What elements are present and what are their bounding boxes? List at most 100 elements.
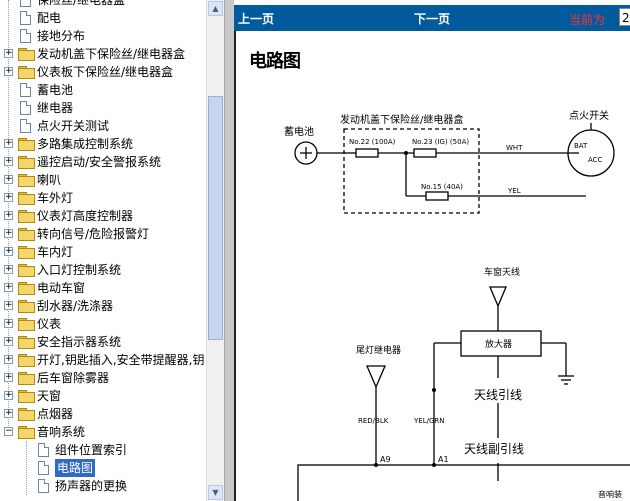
tree-item[interactable]: 扬声器的更换 bbox=[0, 477, 205, 495]
expand-icon[interactable]: + bbox=[4, 318, 13, 328]
tree-item[interactable]: +喇叭 bbox=[0, 171, 205, 189]
current-page-label: 当前为 bbox=[569, 13, 606, 27]
tree-item[interactable]: 继电器 bbox=[0, 99, 205, 117]
expand-icon[interactable]: + bbox=[4, 192, 13, 202]
folder-icon bbox=[18, 66, 35, 79]
tree-item-label: 仪表灯高度控制器 bbox=[37, 209, 134, 223]
expand-icon[interactable]: + bbox=[4, 174, 13, 184]
tree-scrollbar[interactable]: ▲ ▼ bbox=[206, 0, 224, 501]
fuse-box-outline bbox=[343, 128, 480, 214]
tree-item[interactable]: 接地分布 bbox=[0, 27, 205, 45]
folder-icon bbox=[18, 246, 35, 259]
tree-item-label: 电动车窗 bbox=[37, 281, 86, 295]
pane-splitter[interactable] bbox=[224, 0, 234, 501]
expand-icon[interactable]: + bbox=[4, 246, 13, 256]
tree-item-label: 转向信号/危险报警灯 bbox=[37, 227, 150, 241]
expand-icon[interactable]: + bbox=[4, 138, 13, 148]
scroll-up-arrow-icon[interactable]: ▲ bbox=[208, 1, 223, 16]
tree-item[interactable]: +安全指示器系统 bbox=[0, 333, 205, 351]
folder-icon bbox=[18, 336, 35, 349]
expand-icon[interactable]: + bbox=[4, 372, 13, 382]
ignition-switch-label: 点火开关 bbox=[569, 109, 609, 122]
tree-item[interactable]: +多路集成控制系统 bbox=[0, 135, 205, 153]
window-antenna-symbol bbox=[489, 286, 507, 308]
scroll-down-arrow-icon[interactable]: ▼ bbox=[208, 485, 223, 500]
acc-terminal-label: ACC bbox=[588, 156, 603, 164]
tree-item[interactable]: 电路图 bbox=[0, 459, 205, 477]
tree-item[interactable]: +车外灯 bbox=[0, 189, 205, 207]
tree-item[interactable]: +遥控启动/安全警报系统 bbox=[0, 153, 205, 171]
expand-icon[interactable]: + bbox=[4, 210, 13, 220]
folder-icon bbox=[18, 228, 35, 241]
folder-icon bbox=[18, 282, 35, 295]
tree-item-label: 组件位置索引 bbox=[55, 443, 128, 457]
tree-view: 保险丝/继电器盒配电接地分布 +发动机盖下保险丝/继电器盒+仪表板下保险丝/继电器… bbox=[0, 0, 205, 501]
tree-item-label: 仪表 bbox=[37, 317, 62, 331]
tail-relay-label: 尾灯继电器 bbox=[356, 344, 401, 356]
window-antenna-label: 车窗天线 bbox=[484, 266, 520, 278]
document-icon bbox=[20, 83, 31, 97]
tree-item[interactable]: +开灯,钥匙插入,安全带提醒器,钥 bbox=[0, 351, 205, 369]
expand-icon[interactable]: + bbox=[4, 156, 13, 166]
expand-icon[interactable]: + bbox=[4, 228, 13, 238]
tree-item-label: 入口灯控制系统 bbox=[37, 263, 122, 277]
tree-item[interactable]: +刮水器/洗涤器 bbox=[0, 297, 205, 315]
expand-icon[interactable]: + bbox=[4, 354, 13, 364]
expand-icon[interactable]: + bbox=[4, 48, 13, 58]
amplifier-label: 放大器 bbox=[485, 338, 512, 350]
document-icon bbox=[20, 29, 31, 43]
prev-page-link[interactable]: 上一页 bbox=[238, 12, 275, 26]
tree-item[interactable]: + 仪表 bbox=[0, 315, 205, 333]
expand-icon[interactable]: + bbox=[4, 408, 13, 418]
folder-icon bbox=[18, 48, 35, 61]
tree-item[interactable]: + 入口灯控制系统 bbox=[0, 261, 205, 279]
tree-item[interactable]: +发动机盖下保险丝/继电器盒 bbox=[0, 45, 205, 63]
page-number-input[interactable]: 28 bbox=[619, 8, 630, 26]
document-icon bbox=[20, 119, 31, 133]
folder-open-icon bbox=[18, 426, 35, 439]
pin-a9-label: A9 bbox=[380, 455, 391, 464]
wire-yel-label: YEL bbox=[507, 187, 521, 195]
tree-item-label: 音响系统 bbox=[37, 425, 86, 439]
fuse-23-label: No.23 (IG) (50A) bbox=[412, 138, 469, 146]
expand-icon[interactable]: + bbox=[4, 264, 13, 274]
folder-icon bbox=[18, 390, 35, 403]
tree-item-label: 电路图 bbox=[55, 459, 96, 477]
expand-icon[interactable]: + bbox=[4, 336, 13, 346]
tree-item[interactable]: + 仪表灯高度控制器 bbox=[0, 207, 205, 225]
tree-item[interactable]: 组件位置索引 bbox=[0, 441, 205, 459]
tree-item[interactable]: 配电 bbox=[0, 9, 205, 27]
next-page-link[interactable]: 下一页 bbox=[414, 12, 451, 26]
antenna-sub-lead-label: 天线副引线 bbox=[464, 442, 524, 456]
tree-item[interactable]: 保险丝/继电器盒 bbox=[0, 0, 205, 9]
document-icon bbox=[38, 443, 49, 457]
tree-item-label: 接地分布 bbox=[37, 29, 86, 43]
tree-item-label: 点火开关测试 bbox=[37, 119, 110, 133]
wire-yel-grn-label: YEL/GRN bbox=[413, 417, 444, 425]
folder-icon bbox=[18, 264, 35, 277]
tree-item[interactable]: +仪表板下保险丝/继电器盒 bbox=[0, 63, 205, 81]
expand-icon[interactable]: + bbox=[4, 66, 13, 76]
tree-item[interactable]: 蓄电池 bbox=[0, 81, 205, 99]
expand-icon[interactable]: + bbox=[4, 282, 13, 292]
audio-unit-label: 音响装 bbox=[598, 489, 622, 499]
tree-item[interactable]: 点火开关测试 bbox=[0, 117, 205, 135]
folder-icon bbox=[18, 408, 35, 421]
audio-unit-box bbox=[297, 464, 630, 501]
folder-icon bbox=[18, 372, 35, 385]
tree-item[interactable]: + 电动车窗 bbox=[0, 279, 205, 297]
tree-item-label: 配电 bbox=[37, 11, 62, 25]
tree-item[interactable]: + 转向信号/危险报警灯 bbox=[0, 225, 205, 243]
collapse-icon[interactable]: − bbox=[4, 426, 13, 436]
expand-icon[interactable]: + bbox=[4, 300, 13, 310]
tree-item[interactable]: + 后车窗除雾器 bbox=[0, 369, 205, 387]
tree-item[interactable]: − 音响系统 bbox=[0, 423, 205, 441]
tree-item[interactable]: +车内灯 bbox=[0, 243, 205, 261]
tree-item-label: 后车窗除雾器 bbox=[37, 371, 110, 385]
tree-item[interactable]: +天窗 bbox=[0, 387, 205, 405]
tree-item[interactable]: + 点烟器 bbox=[0, 405, 205, 423]
scroll-thumb[interactable] bbox=[208, 96, 223, 340]
tree-item-label: 点烟器 bbox=[37, 407, 74, 421]
tree-item-label: 继电器 bbox=[37, 101, 74, 115]
expand-icon[interactable]: + bbox=[4, 390, 13, 400]
